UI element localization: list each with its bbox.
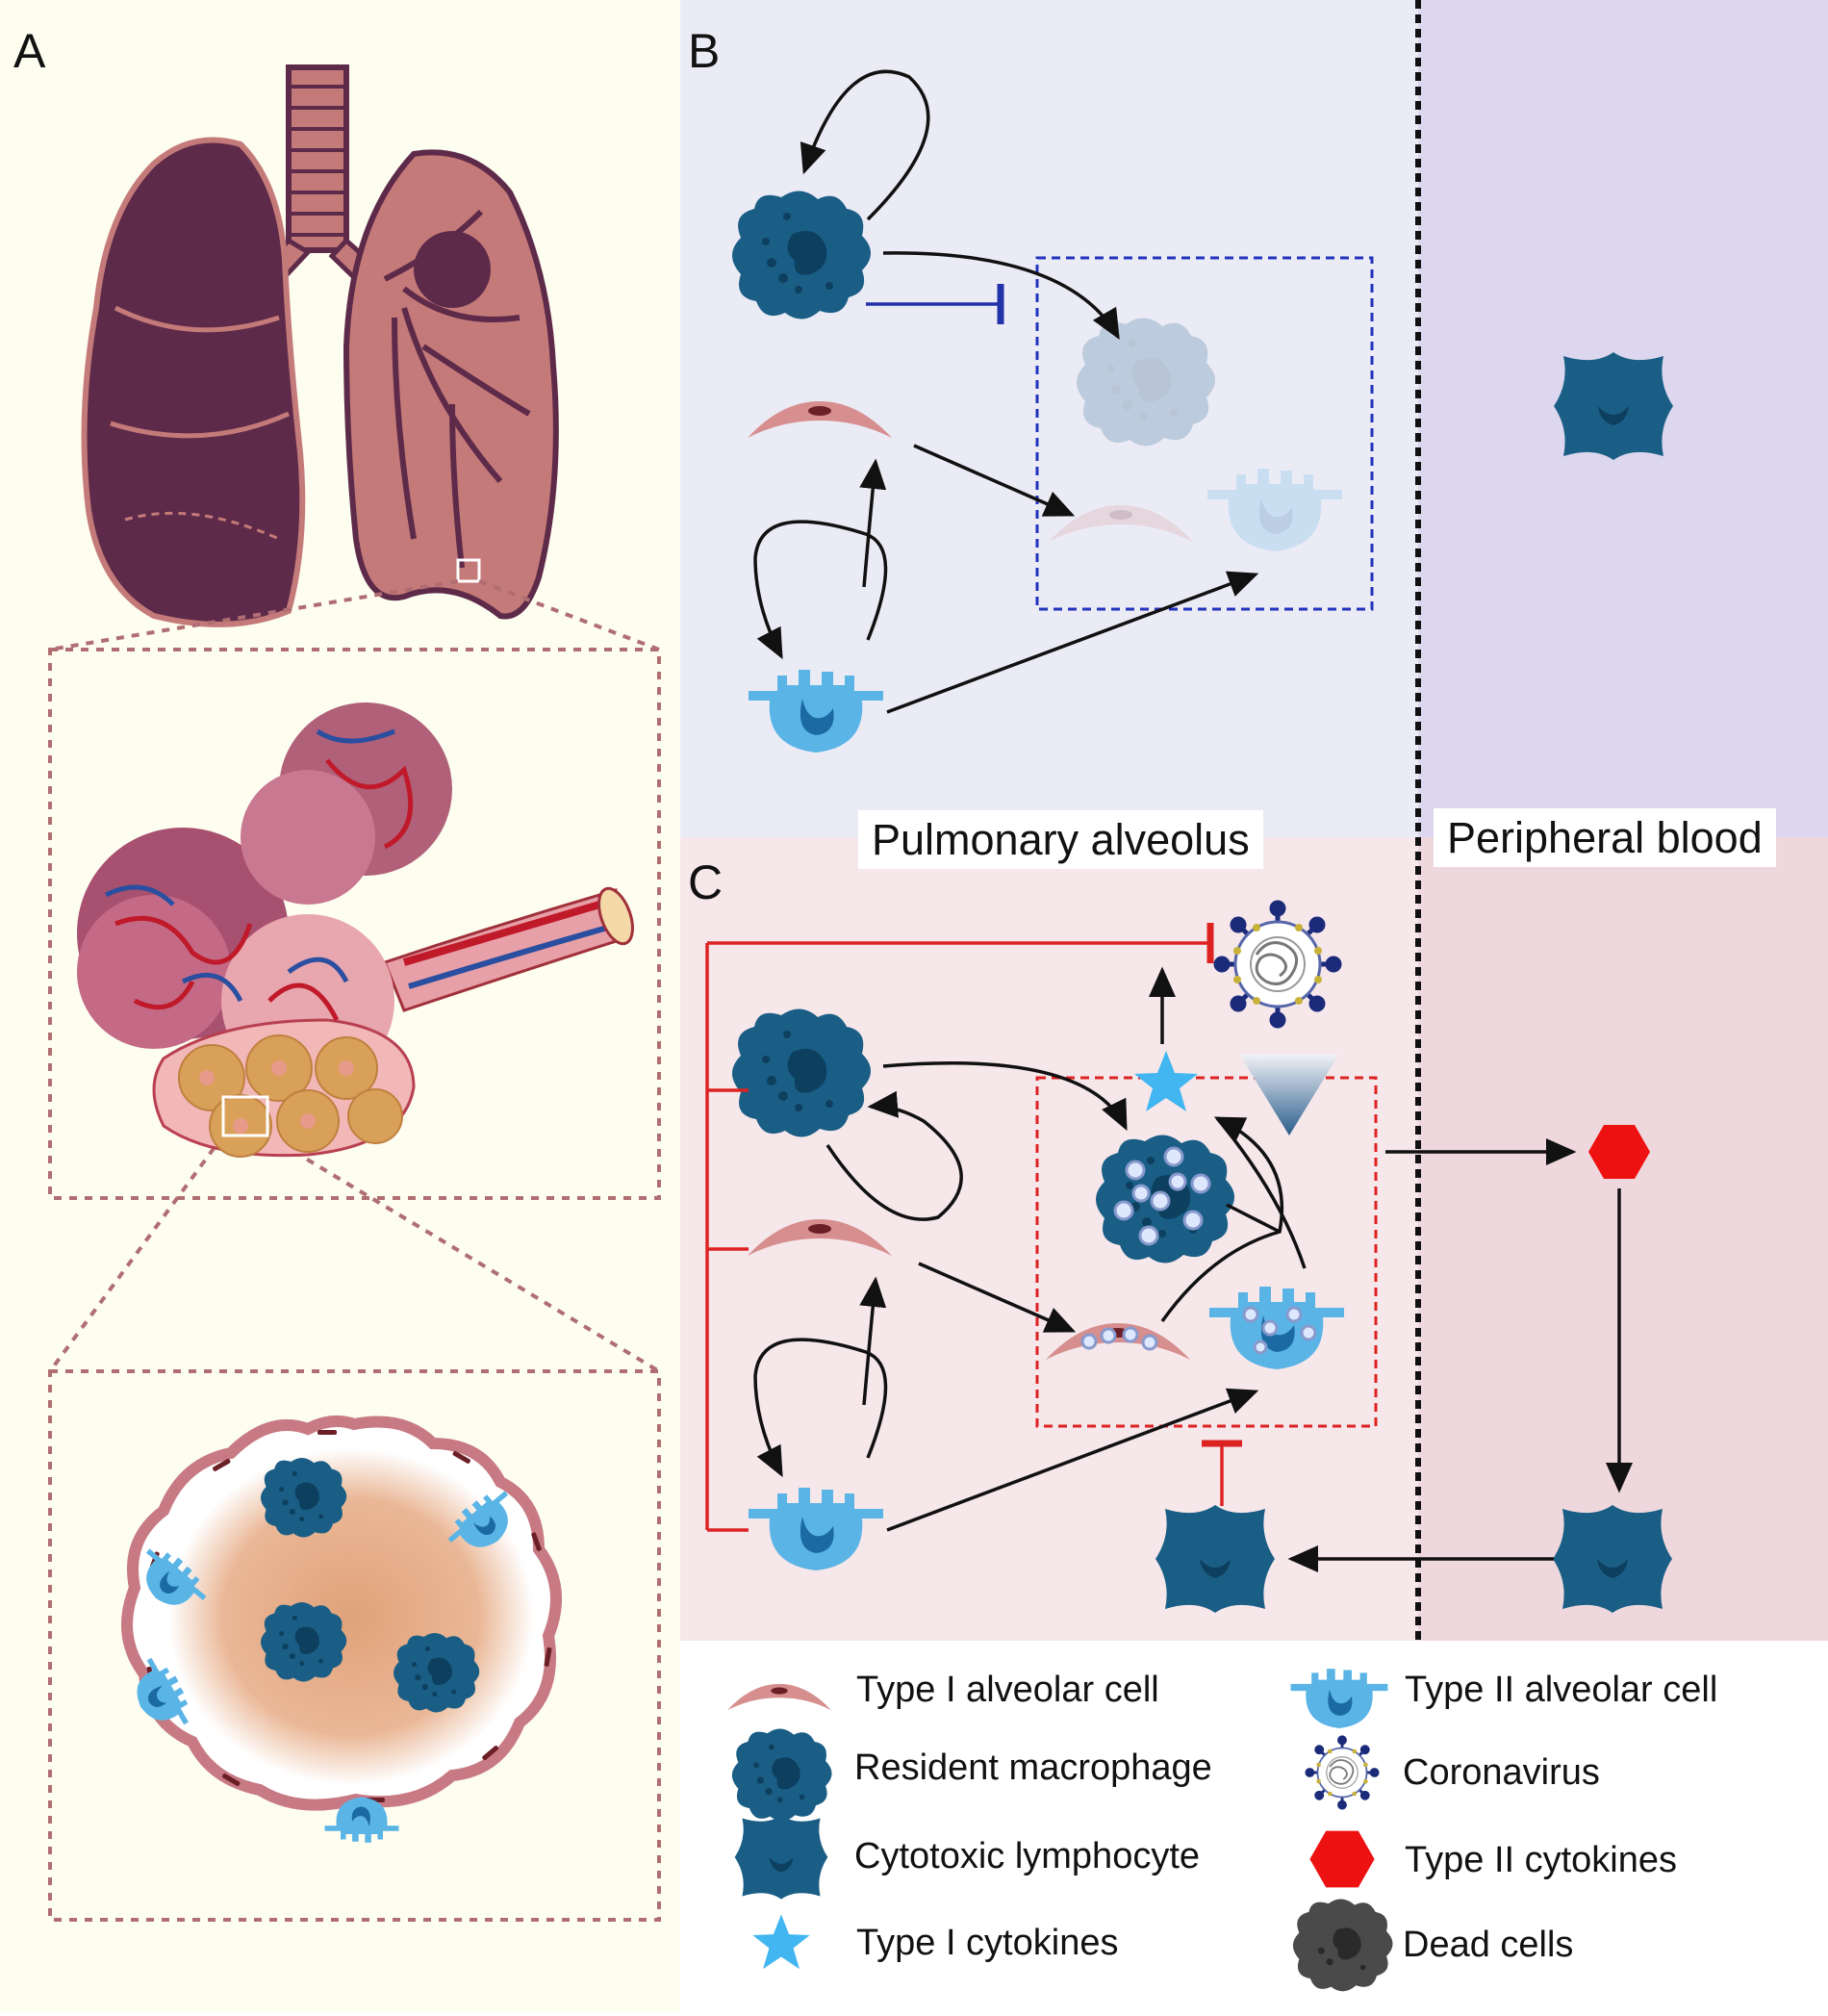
panel-b-diagram bbox=[732, 69, 1673, 753]
legend-type2-cell-icon bbox=[1290, 1669, 1388, 1728]
panel-c-blood-background bbox=[1418, 837, 1828, 1641]
legend-type1-cytokine-icon bbox=[752, 1914, 810, 1970]
panel-c-inhibition-lines bbox=[705, 923, 1242, 1532]
panel-b-label: B bbox=[688, 24, 721, 78]
legend-type1-cytokine-label: Type I cytokines bbox=[856, 1923, 1119, 1963]
legend-icons bbox=[727, 1669, 1393, 1992]
legend-coronavirus-icon bbox=[1305, 1735, 1380, 1810]
panel-a-label: A bbox=[13, 24, 46, 78]
lungs-illustration bbox=[81, 64, 559, 627]
panel-c-diagram bbox=[705, 903, 1672, 1613]
legend-lymphocyte-icon bbox=[734, 1815, 828, 1900]
panel-c-blood-lymphocyte bbox=[1553, 1505, 1672, 1613]
legend-type2-cell-label: Type II alveolar cell bbox=[1405, 1670, 1718, 1710]
legend-type2-cytokine-icon bbox=[1309, 1830, 1375, 1888]
legend-type1-cell-label: Type I alveolar cell bbox=[856, 1670, 1159, 1710]
panel-b-lymphocyte bbox=[1554, 352, 1673, 460]
zoom-lines bbox=[48, 579, 661, 1922]
panel-b-damage-box bbox=[1035, 256, 1374, 611]
legend-macrophage-label: Resident macrophage bbox=[854, 1748, 1212, 1788]
legend-coronavirus-label: Coronavirus bbox=[1403, 1752, 1600, 1793]
legend-dead-cells-label: Dead cells bbox=[1403, 1925, 1574, 1965]
legend-macrophage-icon bbox=[731, 1728, 832, 1822]
alveolar-sac-illustration bbox=[77, 702, 634, 1158]
panel-c-coronavirus bbox=[1216, 903, 1339, 1026]
panel-c-tissue-lymphocyte bbox=[1155, 1505, 1275, 1613]
single-alveolus-illustration bbox=[121, 1415, 562, 1843]
panel-c-infection-box bbox=[1035, 1076, 1378, 1428]
panel-c-infected-type1-cell bbox=[1046, 1323, 1190, 1360]
panel-c-infected-type2-cell bbox=[1209, 1287, 1344, 1369]
cytokine-gradient-triangle bbox=[1239, 1054, 1339, 1136]
panel-c-label: C bbox=[688, 855, 724, 909]
region-label-alveolus: Pulmonary alveolus bbox=[858, 810, 1263, 869]
legend-type2-cytokine-label: Type II cytokines bbox=[1405, 1840, 1678, 1880]
legend-dead-cells-icon bbox=[1292, 1899, 1393, 1992]
region-label-blood: Peripheral blood bbox=[1434, 808, 1776, 867]
legend-lymphocyte-label: Cytotoxic lymphocyte bbox=[854, 1836, 1201, 1876]
legend-type1-cell-icon bbox=[727, 1683, 831, 1711]
